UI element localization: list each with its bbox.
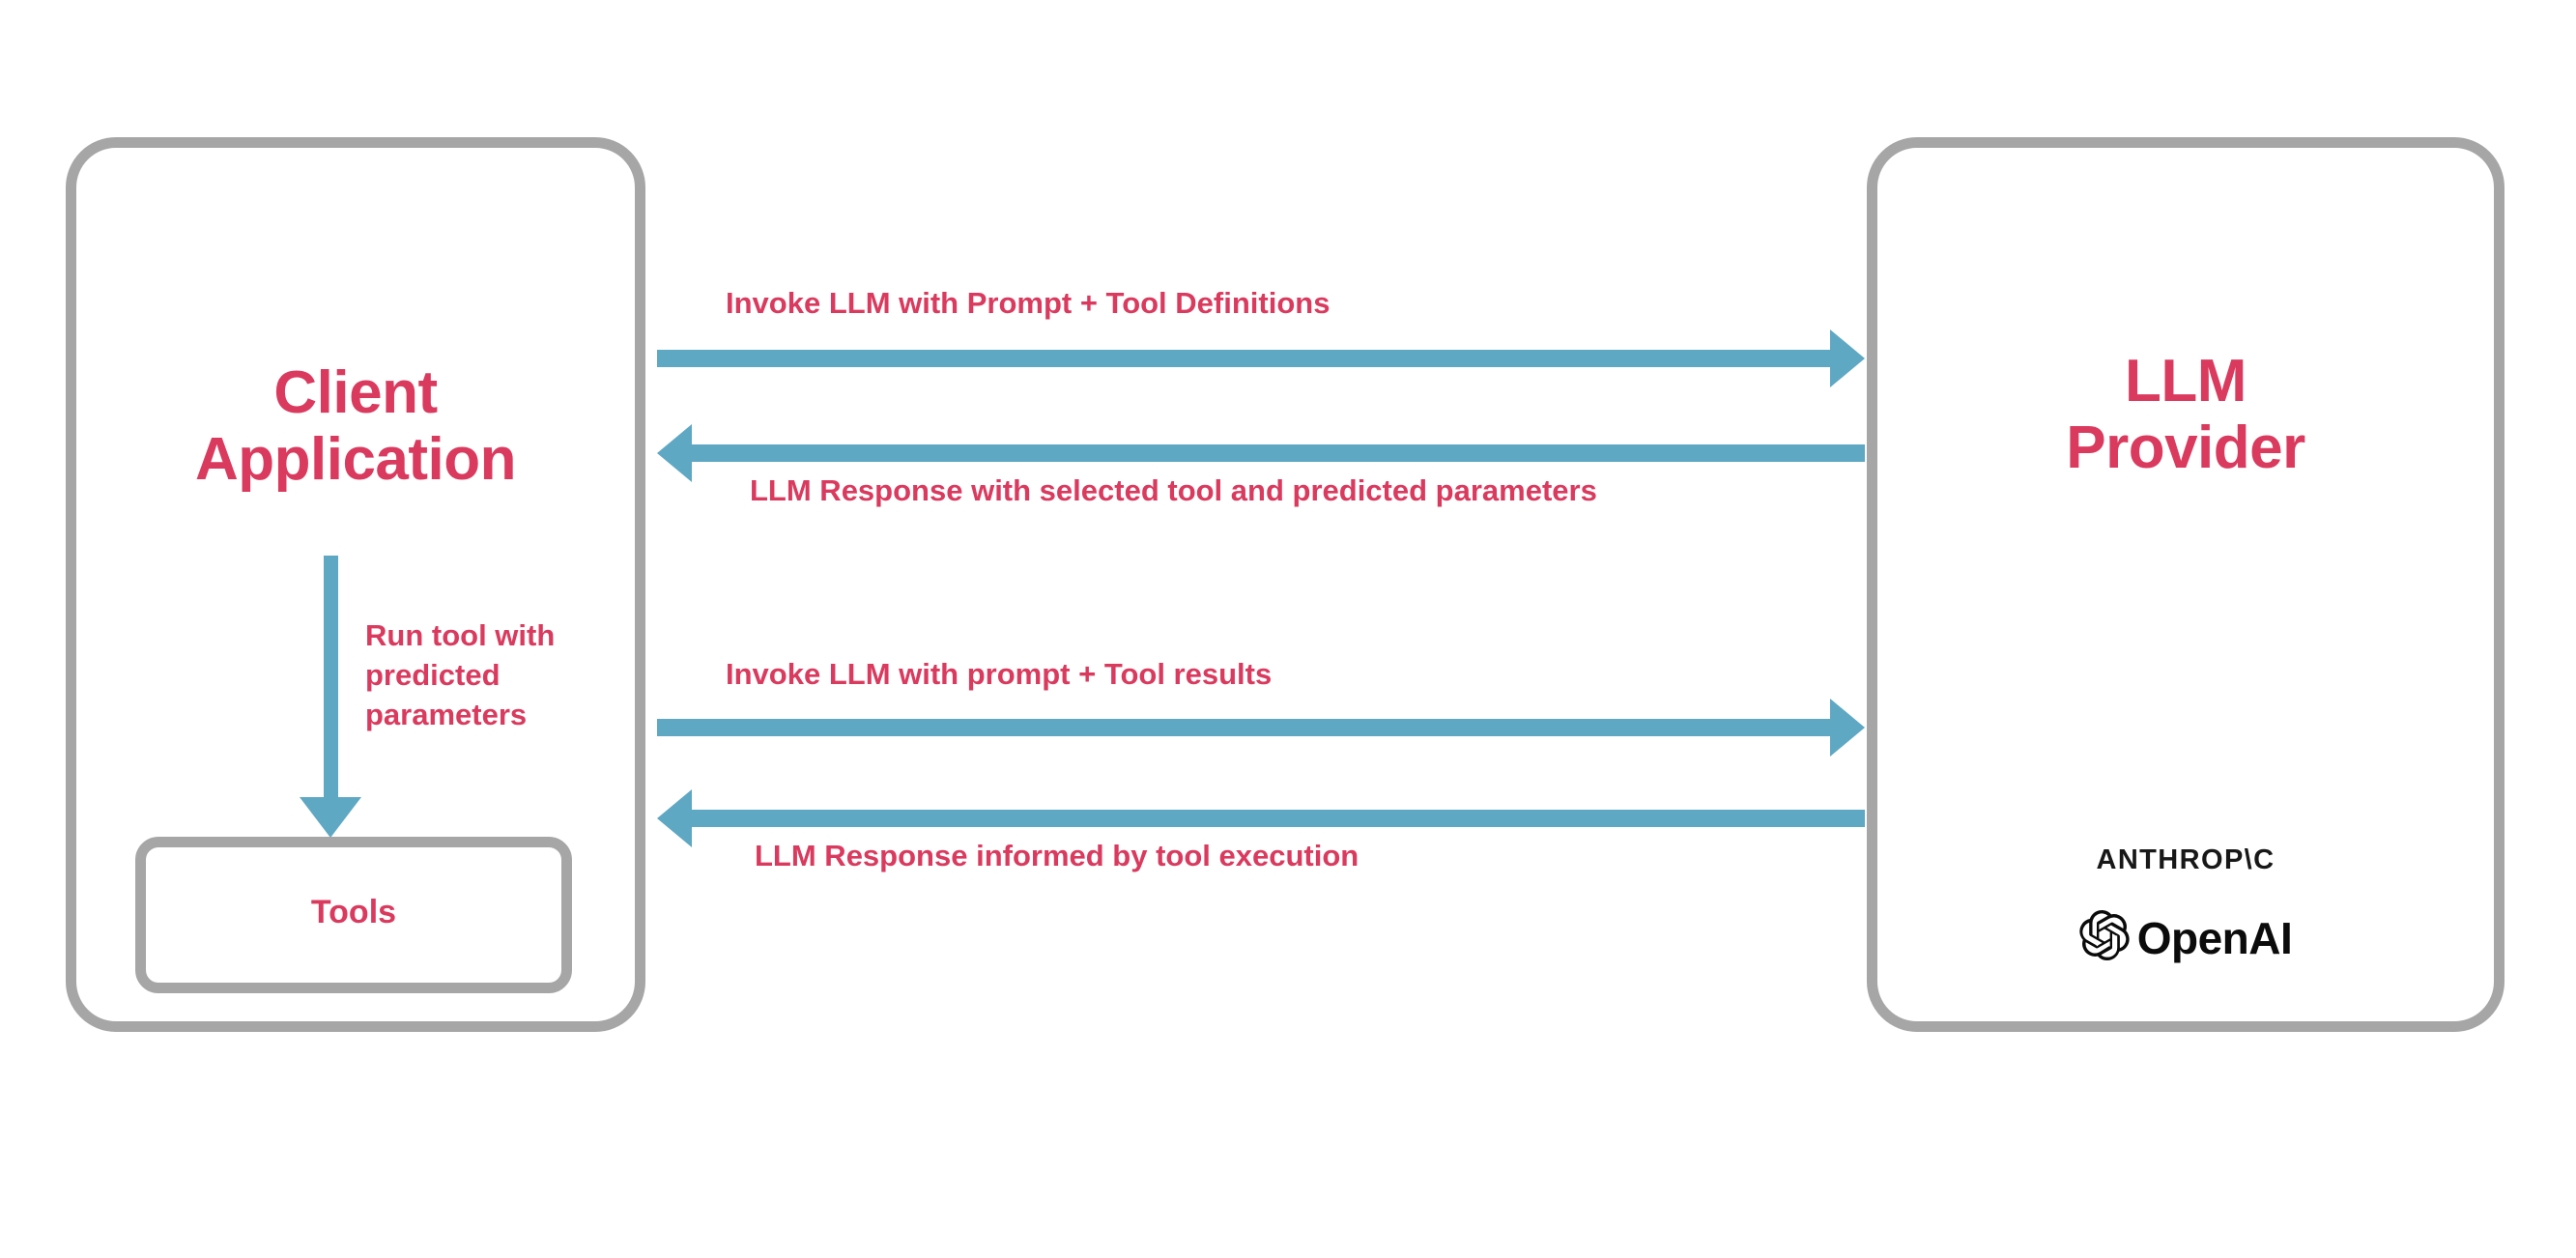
arrow-shaft [692,810,1865,827]
arrowhead-right-icon [1830,699,1865,757]
openai-logo: OpenAI [1867,910,2504,965]
llm-provider-box [1867,137,2504,1032]
openai-wordmark-label: OpenAI [2136,912,2293,963]
openai-knot-icon [2079,910,2130,965]
run-tool-arrowhead-down-icon [300,797,361,838]
run-tool-arrow [300,556,361,838]
anthropic-wordmark-icon: ANTHROP\C [2096,844,2275,875]
arrow-shaft [657,350,1830,367]
llm-provider-title: LLM Provider [2066,348,2305,482]
invoke-llm-prompt-tool-definitions-arrow [657,329,1865,387]
llm-response-informed-by-tool-arrow [657,789,1865,847]
llm-response-selected-tool-label: LLM Response with selected tool and pred… [750,473,1597,507]
run-tool-arrow-label: Run tool with predicted parameters [365,618,556,732]
invoke-llm-prompt-tool-definitions-label: Invoke LLM with Prompt + Tool Definition… [726,286,1331,320]
llm-response-selected-tool-arrow [657,424,1865,482]
invoke-llm-prompt-tool-results-arrow [657,699,1865,757]
tools-box [135,837,572,993]
arrow-shaft [692,444,1865,462]
arrowhead-left-icon [657,789,692,847]
run-tool-arrow-shaft [324,556,338,797]
invoke-llm-prompt-tool-results-label: Invoke LLM with prompt + Tool results [726,657,1273,691]
arrowhead-right-icon [1830,329,1865,387]
arrow-shaft [657,719,1830,736]
client-application-title: Client Application [194,359,517,494]
arrowhead-left-icon [657,424,692,482]
tools-box-label: Tools [310,894,397,930]
llm-response-informed-by-tool-label: LLM Response informed by tool execution [755,839,1360,872]
